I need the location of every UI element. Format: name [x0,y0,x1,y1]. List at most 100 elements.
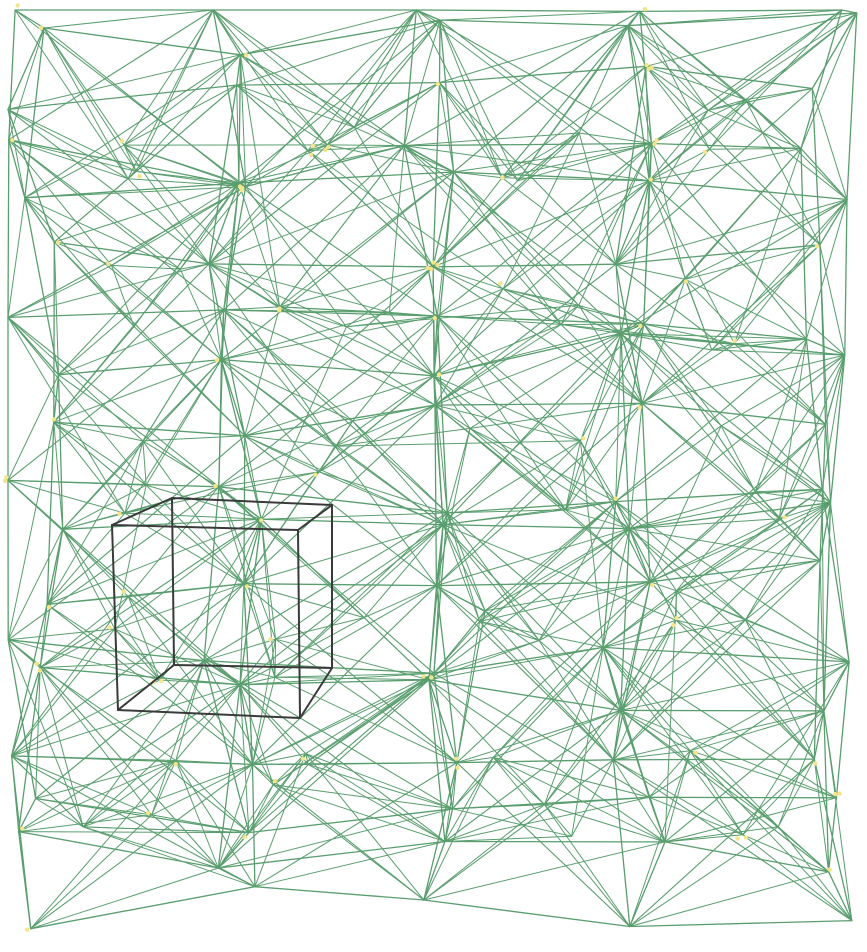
mesh-vertex [323,147,328,153]
mesh-edge [615,65,647,265]
mesh-edge [639,10,747,101]
mesh-edge [245,186,347,328]
mesh-edge [620,332,643,404]
mesh-edge [745,99,848,200]
mesh-edge [212,9,328,146]
mesh-edge [439,25,629,84]
mesh-vertex [813,761,818,766]
mesh-edge [439,19,519,182]
mesh-edge [620,619,746,711]
mesh-edge [628,491,756,530]
mesh-edge [444,804,545,842]
mesh-edge [7,421,55,641]
mesh-edge [627,9,843,27]
mesh-edge [479,621,604,648]
mesh-edge [53,421,126,514]
mesh-edge [428,679,454,810]
mesh-edge [18,760,177,833]
mesh-edge [453,25,629,173]
mesh-edge [244,435,336,447]
mesh-edge [243,583,458,764]
mesh-edge [142,309,225,442]
mesh-edge [212,9,405,147]
mesh-edge [650,142,807,340]
mesh-edge [469,333,622,429]
mesh-edge [345,326,435,377]
mesh-edge [175,760,250,834]
mesh-edge [824,354,846,426]
mesh-edge [708,148,802,150]
mesh-edge [7,639,37,800]
mesh-edge [433,672,454,810]
mesh-edge [649,491,756,583]
mesh-edge [220,311,390,361]
mesh-edge [53,359,222,423]
mesh-edge [544,804,666,843]
mesh-edge [565,501,617,511]
mesh-edge [82,760,177,828]
mesh-edge [363,617,430,681]
mesh-edge [456,762,631,928]
mesh-edge [827,797,838,873]
mesh-edge [428,679,545,806]
mesh-edge [244,306,281,437]
mesh-edge [62,512,126,530]
mesh-edge [353,126,434,268]
mesh-edge [645,65,821,246]
mesh-edge [620,661,850,711]
mesh-edge [326,144,405,147]
mesh-vertex [683,279,689,284]
mesh-edge [432,65,647,268]
mesh-edge [7,639,205,662]
mesh-edge [612,759,853,922]
mesh-edge [492,756,545,806]
mesh-edge [353,19,441,128]
mesh-vertex [277,306,282,311]
mesh-edge [39,666,219,869]
mesh-edge [43,27,240,184]
selection-box-edge [297,504,333,531]
mesh-edge [649,581,677,592]
mesh-edge [39,666,241,686]
mesh-edge [17,830,219,869]
mesh-edge [175,660,205,761]
mesh-edge [53,241,112,266]
mesh-edge [620,333,722,427]
mesh-edge [648,148,710,182]
mesh-edge [423,899,631,928]
mesh-edge [544,646,604,806]
mesh-vertex [25,927,30,932]
mesh-edge [127,596,253,765]
mesh-edge [444,756,494,842]
mesh-edge [579,323,645,442]
mesh-edge [274,512,448,678]
mesh-edge [641,402,651,583]
mesh-edge [436,171,455,317]
mesh-edge [245,186,438,317]
mesh-edge [479,501,617,622]
mesh-edge [648,148,802,182]
mesh-edge [11,755,153,816]
mesh-edge [777,826,830,873]
mesh-edge [223,306,281,311]
mesh-edge [275,617,365,640]
selection-box-edge [117,709,301,719]
mesh-edge [711,349,846,356]
mesh-edge [7,108,210,265]
mesh-edge [565,333,622,511]
mesh-edge [251,763,425,901]
mesh-edge [53,241,55,423]
mesh-edge [778,354,846,520]
mesh-edge [240,9,417,56]
mesh-edge [43,9,214,29]
mesh-edge [664,834,744,843]
mesh-edge [217,764,309,869]
mesh-edge [58,268,181,376]
mesh-vertex [146,810,151,816]
mesh-edge [805,199,848,340]
mesh-edge [39,628,116,668]
mesh-edge [432,266,436,406]
mesh-edge [433,180,650,377]
mesh-edge [62,528,116,630]
